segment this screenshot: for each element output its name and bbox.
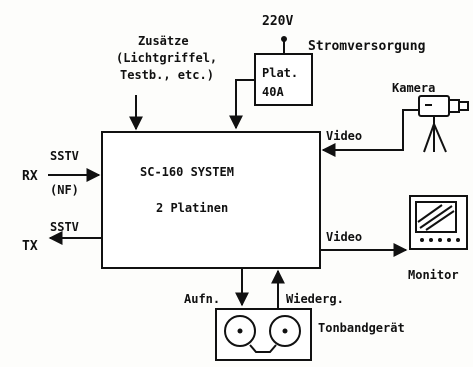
tape-recorder-label: Tonbandgerät	[318, 321, 405, 335]
camera-icon	[419, 96, 468, 152]
voltage-label: 220V	[262, 14, 293, 29]
monitor-icon	[410, 196, 467, 249]
wiederg-label: Wiederg.	[286, 292, 344, 306]
rx-label: RX	[22, 169, 38, 184]
nf-label: (NF)	[50, 183, 79, 197]
power-board-line1: Plat.	[262, 66, 298, 80]
mains-terminal	[281, 36, 287, 42]
sstv-in-label: SSTV	[50, 149, 79, 163]
monitor-label: Monitor	[408, 268, 459, 282]
addons-line1: Zusätze	[138, 34, 189, 48]
tx-label: TX	[22, 239, 38, 254]
monitor-video-label: Video	[326, 230, 362, 244]
addons-line3: Testb., etc.)	[120, 68, 214, 82]
system-subtitle: 2 Platinen	[156, 201, 228, 215]
system-title: SC-160 SYSTEM	[140, 165, 234, 179]
aufn-label: Aufn.	[184, 292, 220, 306]
system-box	[102, 132, 320, 268]
camera-video-label: Video	[326, 129, 362, 143]
power-supply-label: Stromversorgung	[308, 39, 425, 54]
power-board-line2: 40A	[262, 85, 284, 99]
sstv-out-label: SSTV	[50, 220, 79, 234]
camera-label: Kamera	[392, 81, 435, 95]
addons-line2: (Lichtgriffel,	[116, 51, 217, 65]
tape-recorder-icon	[216, 309, 311, 360]
power-to-system-arrow	[236, 80, 255, 128]
